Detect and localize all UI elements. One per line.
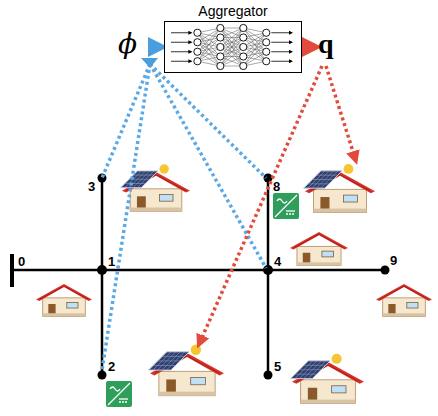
house [376, 284, 432, 316]
house [36, 284, 92, 316]
house [121, 164, 190, 211]
pv-panel [291, 354, 342, 379]
signal-symbol: ϕ [118, 30, 137, 58]
pv-panel [121, 164, 169, 187]
neural-network-box [164, 21, 302, 73]
pv-panel [304, 164, 354, 188]
bus-dots [97, 174, 390, 380]
control-lines [200, 66, 355, 342]
node-heading: Aggregator [158, 3, 308, 19]
aggregator-box: Aggregator [158, 3, 308, 73]
pv-panel [149, 345, 202, 371]
measurement-lines [102, 64, 266, 370]
bus-number: 9 [390, 254, 397, 267]
signal-symbol: q [318, 30, 334, 58]
feeder-lines [12, 178, 385, 375]
input-arrow [148, 45, 158, 50]
house [304, 164, 375, 212]
bus-number: 0 [18, 255, 25, 268]
neural-network [165, 22, 300, 72]
bus-number: 4 [274, 255, 281, 268]
house [290, 232, 348, 265]
house [291, 354, 364, 404]
bus-number: 3 [88, 180, 95, 193]
bus-number: 2 [108, 360, 115, 373]
inverter-icon [273, 193, 299, 219]
phi-hub [141, 58, 158, 68]
bus-number: 5 [274, 360, 281, 373]
bus-number: 8 [273, 180, 280, 193]
inverter-icon [106, 381, 132, 407]
house [149, 345, 224, 396]
bus-number: 1 [108, 255, 115, 268]
houses [36, 164, 432, 407]
